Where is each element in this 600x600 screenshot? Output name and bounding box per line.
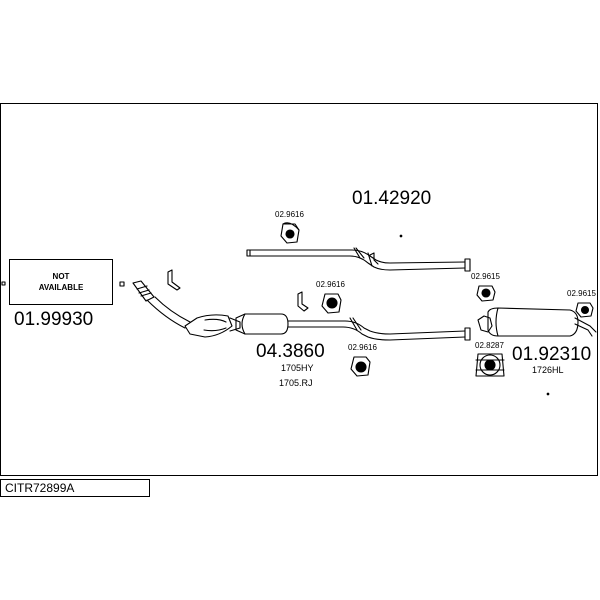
catalyst	[235, 313, 471, 341]
mount-1-code: 02.9616	[275, 210, 304, 219]
model-code: CITR72899A	[5, 481, 75, 495]
mount-5-shape	[575, 302, 594, 318]
front-pipe	[119, 280, 241, 338]
mount-4-code: 02.9615	[471, 272, 500, 281]
rear-silencer	[477, 307, 597, 337]
model-code-box: CITR72899A	[0, 479, 150, 497]
rear-ref: 1726HL	[532, 365, 564, 375]
catalyst-ref-1: 1705HY	[281, 363, 314, 373]
diagram-frame	[0, 103, 598, 476]
catalyst-ref-2: 1705.RJ	[279, 378, 313, 388]
hanger-middle	[297, 252, 379, 312]
clamp-shape	[475, 353, 505, 377]
mount-3-shape	[350, 356, 371, 377]
hanger-front	[167, 269, 181, 291]
edge-marker	[1, 281, 6, 286]
rear-part-code: 01.92310	[512, 344, 592, 365]
front-part-code: 01.99930	[14, 309, 94, 330]
mount-1-shape	[280, 222, 300, 244]
not-available-line2: AVAILABLE	[38, 283, 84, 292]
clamp-code: 02.8287	[475, 341, 504, 350]
catalyst-code: 04.3860	[256, 341, 325, 362]
not-available-box: NOT AVAILABLE	[9, 259, 113, 305]
mount-4-shape	[476, 285, 496, 302]
mount-5-code: 02.9615	[567, 289, 596, 298]
middle-pipe-code: 01.42920	[352, 188, 432, 209]
mount-3-code: 02.9616	[348, 343, 377, 352]
not-available-line1: NOT	[52, 272, 70, 281]
mount-2-code: 02.9616	[316, 280, 345, 289]
middle-pipe	[246, 247, 471, 272]
mount-2-shape	[321, 293, 342, 314]
